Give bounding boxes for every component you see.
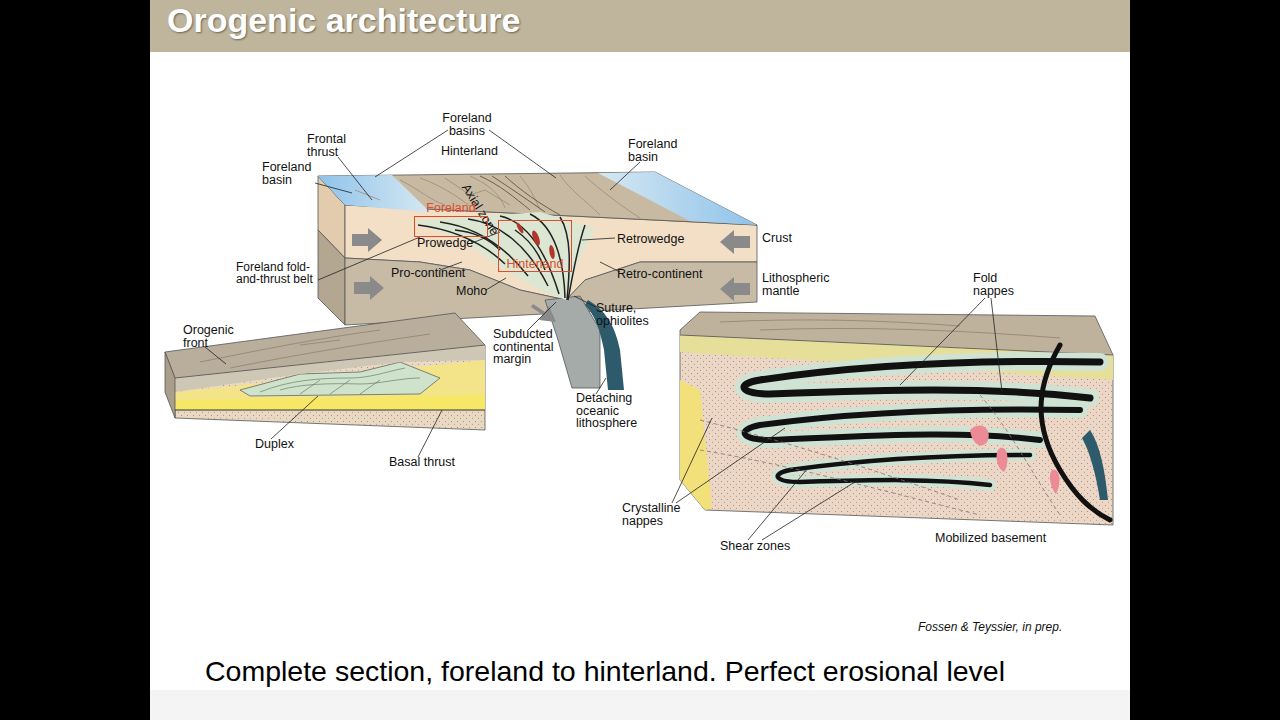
- callout-label: Duplex: [255, 438, 294, 451]
- callout-label: Crust: [762, 232, 792, 245]
- zoom-box: Foreland: [414, 216, 488, 237]
- callout-label: Subducted continental margin: [493, 328, 559, 366]
- callout-label: Fold nappes: [973, 272, 1019, 297]
- slide-title: Orogenic architecture: [167, 1, 520, 40]
- callout-label: Fossen & Teyssier, in prep.: [918, 621, 1062, 633]
- callout-label: Shear zones: [720, 540, 810, 553]
- callout-label: Retrowedge: [617, 233, 684, 246]
- slide-caption: Complete section, foreland to hinterland…: [205, 655, 1005, 688]
- callout-label: Frontal thrust: [307, 133, 357, 158]
- foreland-inset: [165, 313, 485, 430]
- zoom-box-label: Foreland: [405, 202, 497, 215]
- leader-lines: [205, 130, 1002, 540]
- callout-label: Pro-continent: [391, 267, 465, 280]
- callout-label: Orogenic front: [183, 324, 243, 349]
- callout-label: Crystalline nappes: [622, 502, 686, 527]
- callout-label: Foreland basin: [262, 161, 318, 186]
- callout-label: Detaching oceanic lithosphere: [576, 392, 648, 430]
- title-band: [150, 0, 1130, 52]
- footer-band: [150, 690, 1130, 720]
- callout-label: Hinterland: [441, 145, 498, 158]
- slide-panel: [150, 0, 1130, 720]
- zoom-box: Hinterland: [498, 220, 572, 272]
- callout-label: Retro-continent: [617, 268, 702, 281]
- zoom-box-label: Hinterland: [489, 258, 581, 271]
- callout-label: Moho: [456, 285, 487, 298]
- callout-label: Foreland basins: [437, 112, 497, 137]
- callout-label: Mobilized basement: [935, 532, 1075, 545]
- callout-label: Prowedge: [417, 237, 473, 250]
- callout-label: Lithospheric mantle: [762, 272, 842, 297]
- callout-label: Foreland fold-and-thrust belt: [236, 261, 332, 285]
- callout-label: Foreland basin: [628, 138, 684, 163]
- hinterland-inset: [680, 312, 1113, 525]
- callout-label: Basal thrust: [389, 456, 479, 469]
- callout-label: Suture, ophiolites: [596, 302, 666, 327]
